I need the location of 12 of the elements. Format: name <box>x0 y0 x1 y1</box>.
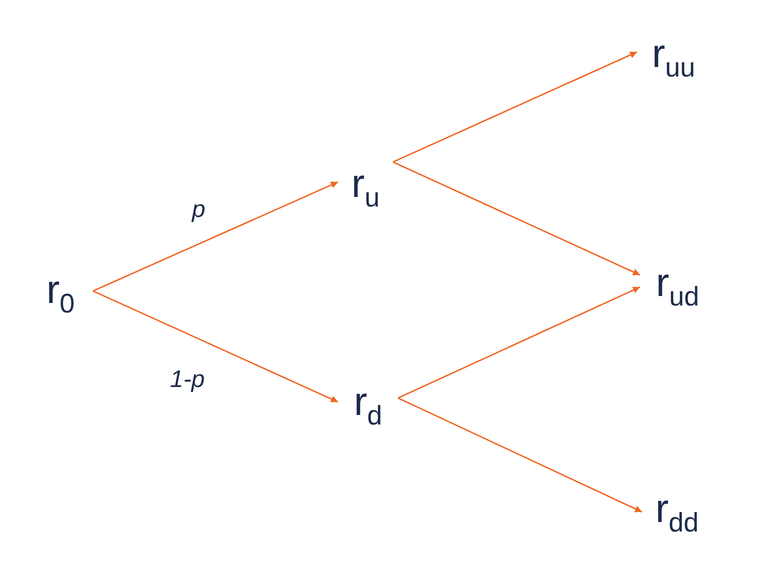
arrow <box>398 397 642 513</box>
node-label: r$_{uu}$ <box>652 34 696 82</box>
node-label: r$_{u}$ <box>351 164 380 212</box>
arrow <box>398 286 640 399</box>
arrow <box>392 51 638 163</box>
arrow <box>392 161 640 276</box>
node-label: r$_{dd}$ <box>655 488 699 536</box>
arrow <box>92 290 338 403</box>
arrow <box>92 181 338 292</box>
node-label: r$_{0}$ <box>46 270 75 318</box>
node-label: r$_{d}$ <box>354 382 382 430</box>
node-label: r$_{ud}$ <box>656 263 700 311</box>
